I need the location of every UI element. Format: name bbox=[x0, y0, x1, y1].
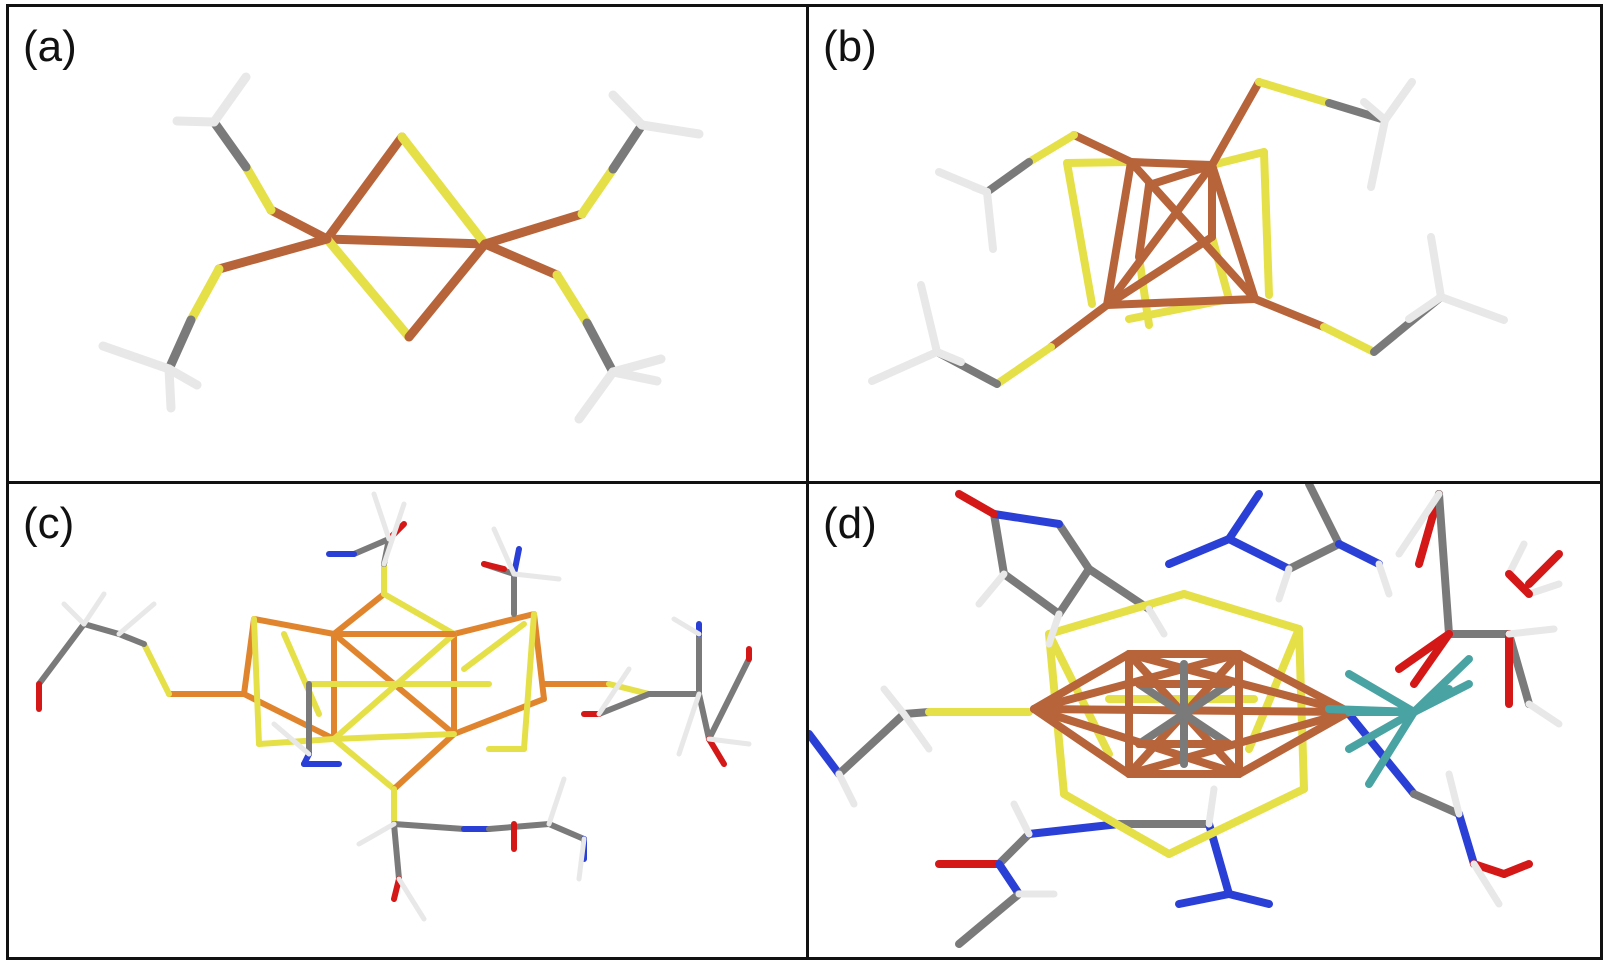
panel-d-structure bbox=[809, 484, 1563, 948]
panel-d: (d) bbox=[806, 481, 1603, 960]
panel-a-label: (a) bbox=[23, 22, 77, 71]
panel-c-structure bbox=[36, 491, 752, 922]
panel-a-structure bbox=[98, 72, 704, 424]
panel-b-label: (b) bbox=[823, 22, 877, 71]
panel-a: (a) bbox=[6, 4, 809, 484]
panel-b: (b) bbox=[806, 4, 1603, 484]
panel-b-structure bbox=[868, 78, 1508, 388]
panel-d-label: (d) bbox=[823, 499, 877, 548]
panel-c-label: (c) bbox=[23, 499, 75, 548]
panel-c: (c) bbox=[6, 481, 809, 960]
